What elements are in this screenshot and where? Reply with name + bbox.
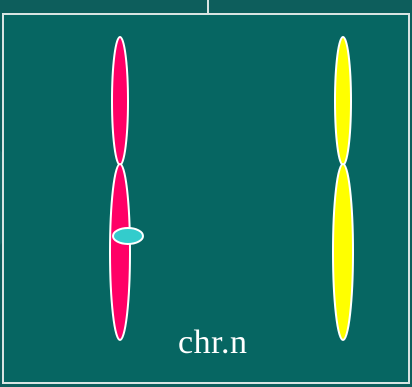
chromosome-right [333, 37, 353, 340]
chromosome-left-q-arm [110, 164, 130, 340]
gene-marker [113, 228, 143, 244]
chromosome-right-p-arm [335, 37, 351, 165]
chromosome-left-p-arm [112, 37, 128, 165]
chromosome-right-q-arm [333, 164, 353, 340]
chromosome-caption: chr.n [178, 326, 288, 360]
